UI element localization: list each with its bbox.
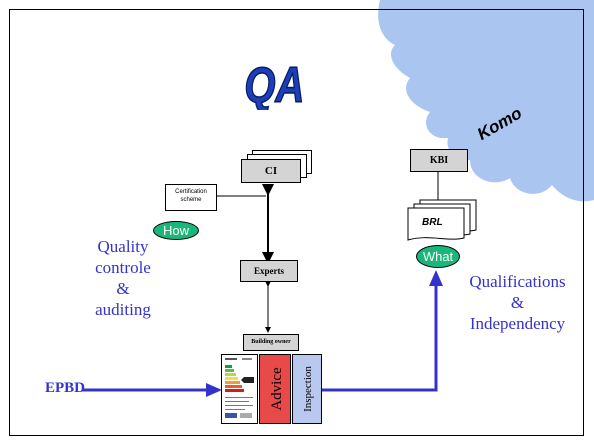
qualifications-line-1: Qualifications bbox=[469, 272, 566, 291]
qa-title: QA bbox=[244, 56, 305, 110]
qualifications-line-3: Independency bbox=[469, 314, 566, 333]
what-oval: What bbox=[416, 245, 460, 268]
komo-logo: Komo bbox=[474, 103, 525, 140]
quality-line-2: controle bbox=[95, 258, 151, 277]
advice-box: Advice bbox=[259, 354, 291, 424]
building-owner-box: Building owner bbox=[243, 334, 299, 351]
brl-stack bbox=[407, 199, 477, 241]
epbd-label: EPBD bbox=[45, 380, 86, 396]
inspection-path bbox=[320, 282, 438, 392]
quality-line-1: Quality bbox=[97, 237, 149, 256]
kbi-box: KBI bbox=[410, 149, 468, 172]
qa-title-text: QA bbox=[244, 57, 304, 110]
experts-box: Experts bbox=[240, 260, 298, 282]
inspection-box: Inspection bbox=[292, 354, 322, 424]
advice-label: Advice bbox=[269, 367, 285, 411]
certification-scheme-box: Certification scheme bbox=[165, 184, 217, 211]
energy-label-icon bbox=[225, 358, 254, 418]
advice-vertical-text: Advice bbox=[269, 367, 285, 411]
brl-label: BRL bbox=[422, 217, 443, 228]
inspection-arrowhead bbox=[429, 270, 443, 286]
how-oval: How bbox=[153, 221, 199, 240]
quality-line-4: auditing bbox=[95, 300, 151, 319]
certification-scheme-label: Certification scheme bbox=[175, 189, 207, 203]
quality-label: Quality controle & auditing bbox=[78, 236, 168, 320]
ci-box: CI bbox=[241, 159, 301, 183]
qualifications-line-2: & bbox=[510, 293, 525, 312]
quality-line-3: & bbox=[116, 279, 130, 298]
inspection-vertical-text: Inspection bbox=[302, 366, 314, 412]
slide-frame bbox=[9, 9, 584, 436]
inspection-label: Inspection bbox=[302, 366, 314, 412]
energy-label-document bbox=[221, 354, 258, 424]
epbd-arrowhead bbox=[206, 383, 222, 397]
qualifications-label: Qualifications & Independency bbox=[455, 271, 580, 334]
